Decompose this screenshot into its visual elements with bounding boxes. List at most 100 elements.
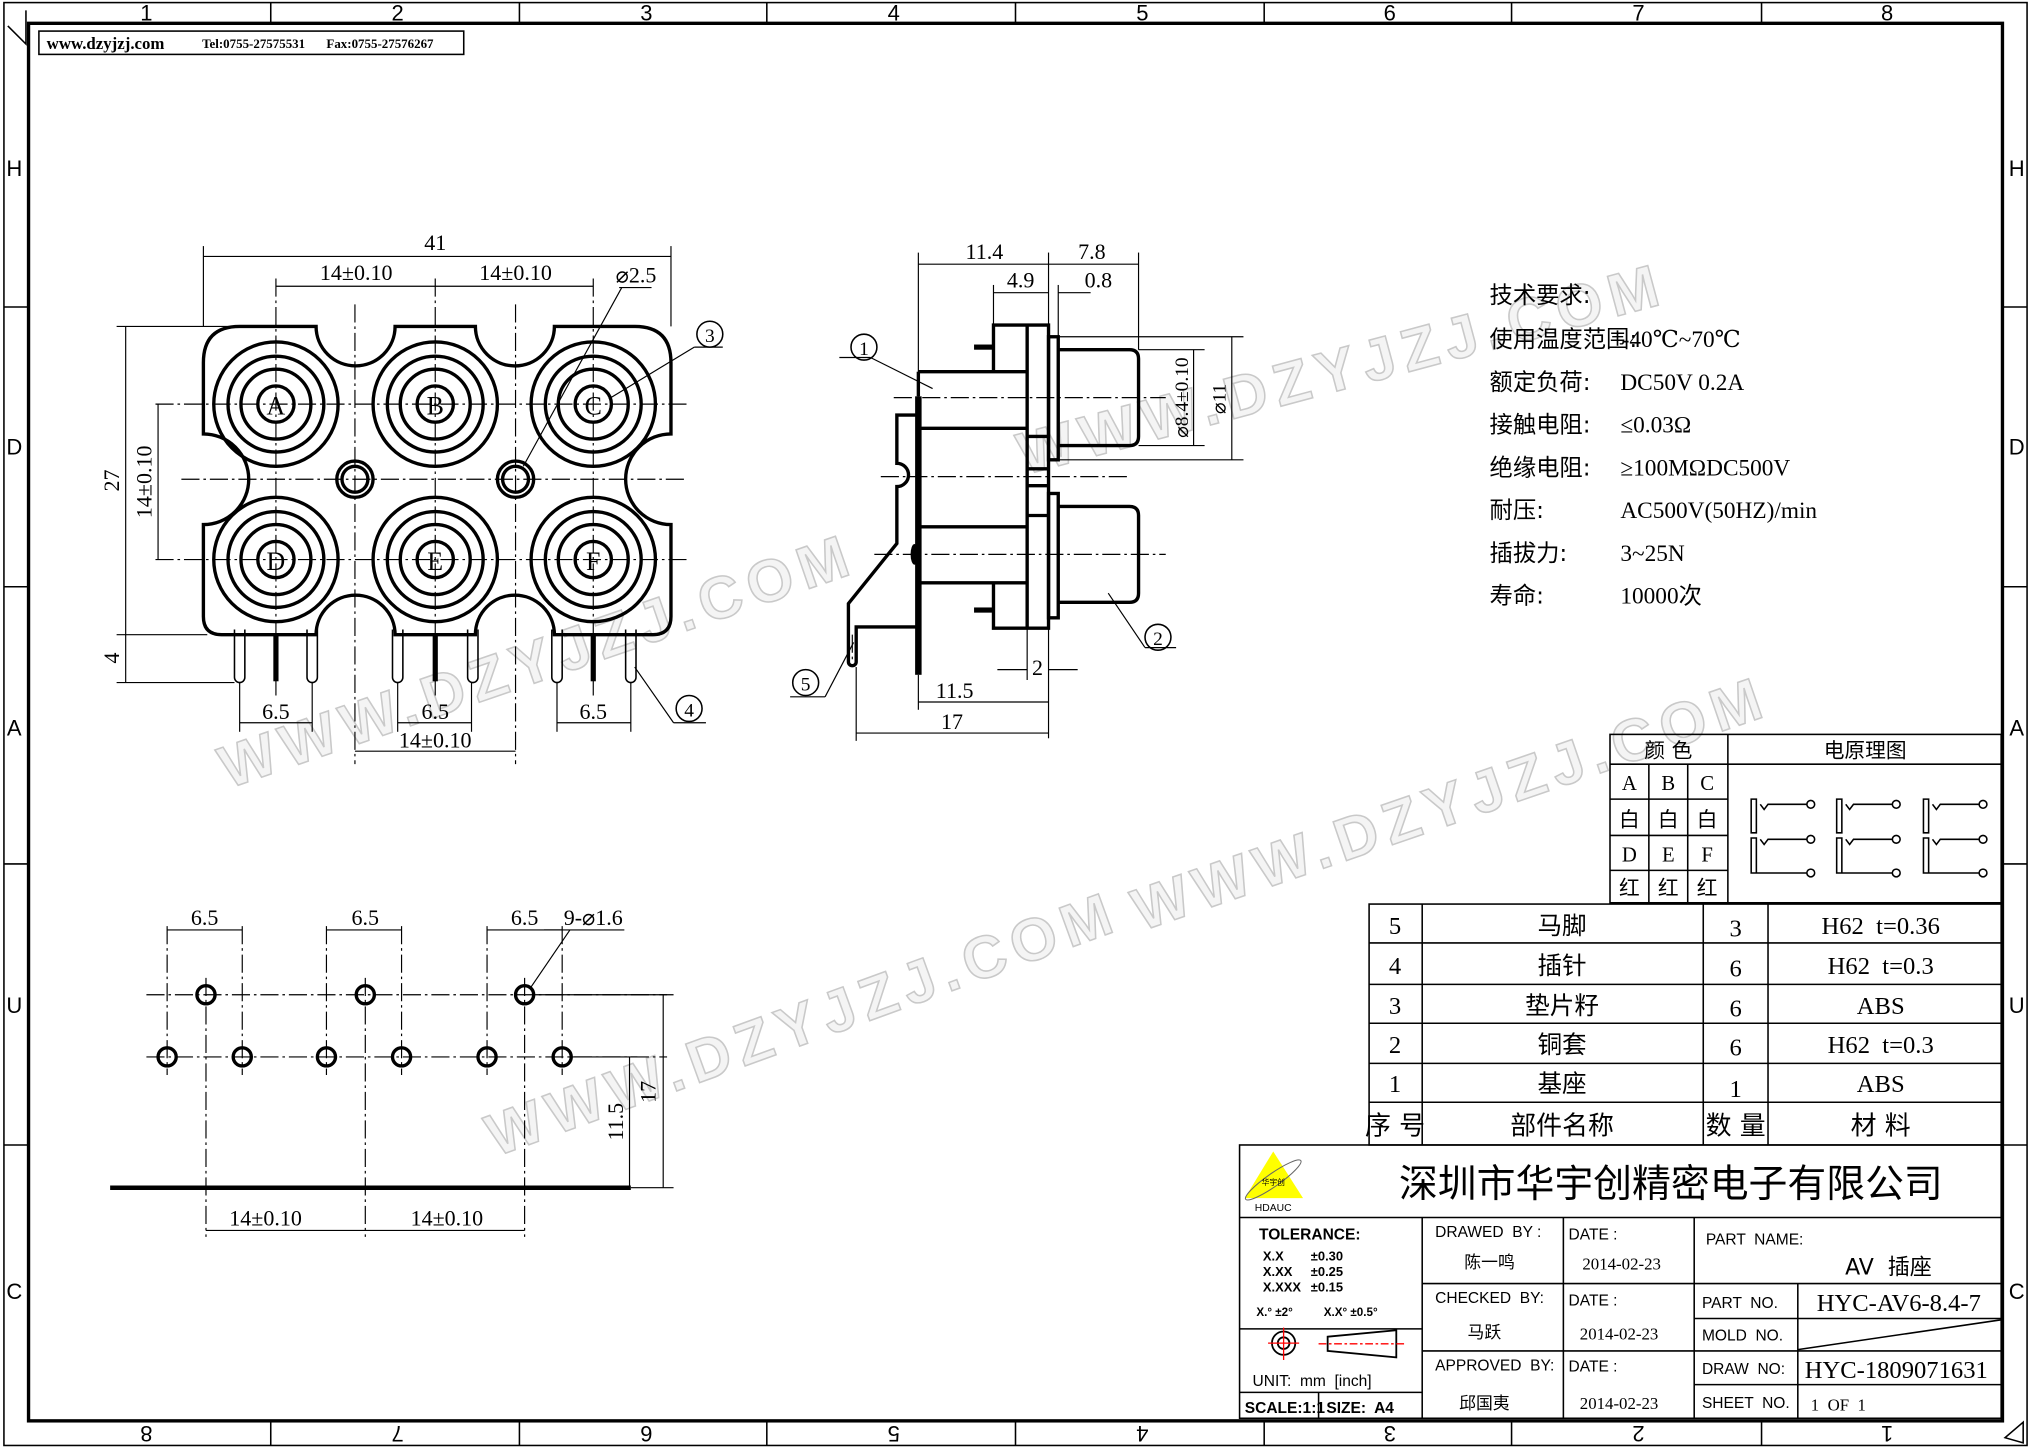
callout-3: 3 (705, 326, 715, 347)
color-cell: 白 (1619, 807, 1640, 831)
checked-date: 2014-02-23 (1580, 1324, 1659, 1343)
jack-label-c: C (585, 391, 602, 420)
bom-qty: 3 (1729, 915, 1741, 942)
dim-plug-diameter: ⌀8.4±0.10 (1172, 357, 1193, 438)
dim-pitch: 14±0.10 (229, 1205, 302, 1230)
tolerance-format: X.XX (1263, 1264, 1293, 1279)
color-cell: A (1622, 773, 1637, 795)
grid-bottom-8: 8 (140, 1421, 152, 1446)
grid-right-u: U (2009, 993, 2025, 1018)
logo-triangle (1244, 1151, 1304, 1199)
bom-name: 基座 (1537, 1069, 1586, 1098)
bom-no: 1 (1389, 1071, 1401, 1098)
tech-label: 使用温度范围: (1490, 326, 1638, 353)
pins (233, 629, 637, 684)
grid-left-h: H (6, 156, 22, 181)
color-cell: 红 (1619, 876, 1640, 900)
dim-block: 4.9 (1007, 268, 1034, 293)
draw-no: HYC-1809071631 (1805, 1357, 1988, 1384)
watermark: WWW.DZYJZJ.COM (1124, 663, 1778, 944)
tech-label: 额定负荷: (1490, 369, 1591, 396)
bom-no: 5 (1389, 913, 1401, 940)
part-no-label: PART NO. (1702, 1295, 1778, 1312)
front-view: A B C D E F (99, 230, 724, 765)
bom-qty: 6 (1729, 956, 1741, 983)
pcb-footprint-view: 6.5 6.5 6.5 9-⌀1.6 17 11.5 14±0.10 14±0.… (110, 905, 674, 1237)
tech-value: 10000次 (1620, 583, 1702, 610)
grid-bottom-6: 6 (640, 1421, 652, 1446)
bom-header-no: 序 号 (1365, 1112, 1425, 1142)
dim-11-5: 11.5 (603, 1103, 628, 1141)
sheet-no-label: SHEET NO. (1702, 1395, 1790, 1412)
dim-pin-length: 4 (99, 652, 124, 663)
bom-no: 4 (1389, 953, 1401, 980)
tolerance-value: ±0.15 (1311, 1279, 1343, 1294)
jack-label-e: E (427, 547, 443, 576)
grid-bottom-7: 7 (392, 1421, 404, 1446)
tolerance-format: X.XXX (1263, 1279, 1301, 1294)
dim-pin-spacing: 6.5 (421, 699, 449, 724)
bom-name: 插针 (1537, 951, 1586, 980)
grid-bottom-5: 5 (888, 1421, 900, 1446)
dim-body: 11.5 (936, 678, 974, 703)
dim-height: 27 (99, 470, 124, 492)
projection-symbol-icon (1268, 1327, 1406, 1360)
sheet-frame (3, 1, 2028, 1447)
approved-by-name: 邱国夷 (1459, 1393, 1510, 1413)
jack-label-b: B (427, 391, 444, 420)
bom-material: H62 t=0.3 (1828, 1032, 1934, 1059)
bom-name: 铜套 (1537, 1030, 1586, 1059)
draw-no-label: DRAW NO: (1702, 1361, 1785, 1378)
part-no: HYC-AV6-8.4-7 (1817, 1290, 1981, 1317)
grid-bottom-1: 1 (1881, 1421, 1893, 1446)
grid-left-d: D (6, 435, 22, 460)
logo-text: HDAUC (1255, 1203, 1292, 1214)
bom-header-material: 材 料 (1851, 1112, 1911, 1142)
callout-5: 5 (801, 674, 811, 695)
bom-header-qty: 数 量 (1706, 1112, 1766, 1142)
dim-17: 17 (635, 1081, 660, 1103)
grid-top-2: 2 (392, 1, 404, 26)
approved-by-label: APPROVED BY: (1435, 1357, 1554, 1374)
tolerance-format: X.X (1263, 1248, 1284, 1263)
checked-by-label: CHECKED BY: (1435, 1290, 1544, 1307)
grid-left-u: U (6, 993, 22, 1018)
grid-right-c: C (2009, 1279, 2025, 1304)
dim-pin-spacing: 6.5 (580, 699, 608, 724)
dim-row-pitch: 14±0.10 (132, 446, 157, 519)
grid-bottom-3: 3 (1384, 1421, 1396, 1446)
color-cell: 白 (1697, 807, 1718, 831)
color-cell: C (1700, 773, 1714, 795)
dim-holes: 9-⌀1.6 (564, 905, 623, 930)
tech-label: 绝缘电阻: (1490, 454, 1591, 481)
tolerance-title: TOLERANCE: (1259, 1227, 1361, 1244)
tolerance-value: ±0.25 (1311, 1264, 1343, 1279)
grid-right-d: D (2009, 435, 2025, 460)
fax-text: Fax:0755-27576267 (326, 36, 434, 51)
jack-label-d: D (267, 547, 286, 576)
tech-value: DC50V 0.2A (1620, 370, 1744, 396)
color-cell: 白 (1658, 807, 1679, 831)
jack-label-f: F (586, 547, 600, 576)
unit-text: UNIT: mm [inch] (1253, 1373, 1372, 1390)
tech-value: AC500V(50HZ)/min (1620, 498, 1817, 524)
grid-bottom-2: 2 (1632, 1421, 1644, 1446)
jack-schematic-symbols (1750, 798, 1988, 878)
tech-label: 插拔力: (1490, 540, 1568, 567)
bom-material: H62 t=0.36 (1822, 913, 1940, 940)
part-name: AV 插座 (1845, 1255, 1932, 1280)
tech-requirements: 技术要求: 使用温度范围: -40℃~70℃ 额定负荷: DC50V 0.2A … (1490, 282, 1818, 609)
color-table: 颜 色 电原理图 A B C 白 白 白 D E F 红 红 红 (1609, 733, 2002, 904)
bom-material: ABS (1857, 993, 1905, 1020)
tech-value: -40℃~70℃ (1622, 327, 1741, 353)
jack-label-a: A (267, 391, 286, 420)
bom-material: H62 t=0.3 (1828, 953, 1934, 980)
date-label: DATE : (1569, 1359, 1618, 1376)
dim-total: 17 (941, 709, 963, 734)
dim-pin-spacing: 6.5 (262, 699, 290, 724)
dim-pitch: 14±0.10 (411, 1205, 484, 1230)
grid-left-a: A (7, 716, 22, 741)
grid-top-7: 7 (1632, 1, 1644, 26)
company-logo: 华宇创 HDAUC (1244, 1151, 1304, 1214)
dim-pitch-bottom: 14±0.10 (399, 727, 472, 752)
